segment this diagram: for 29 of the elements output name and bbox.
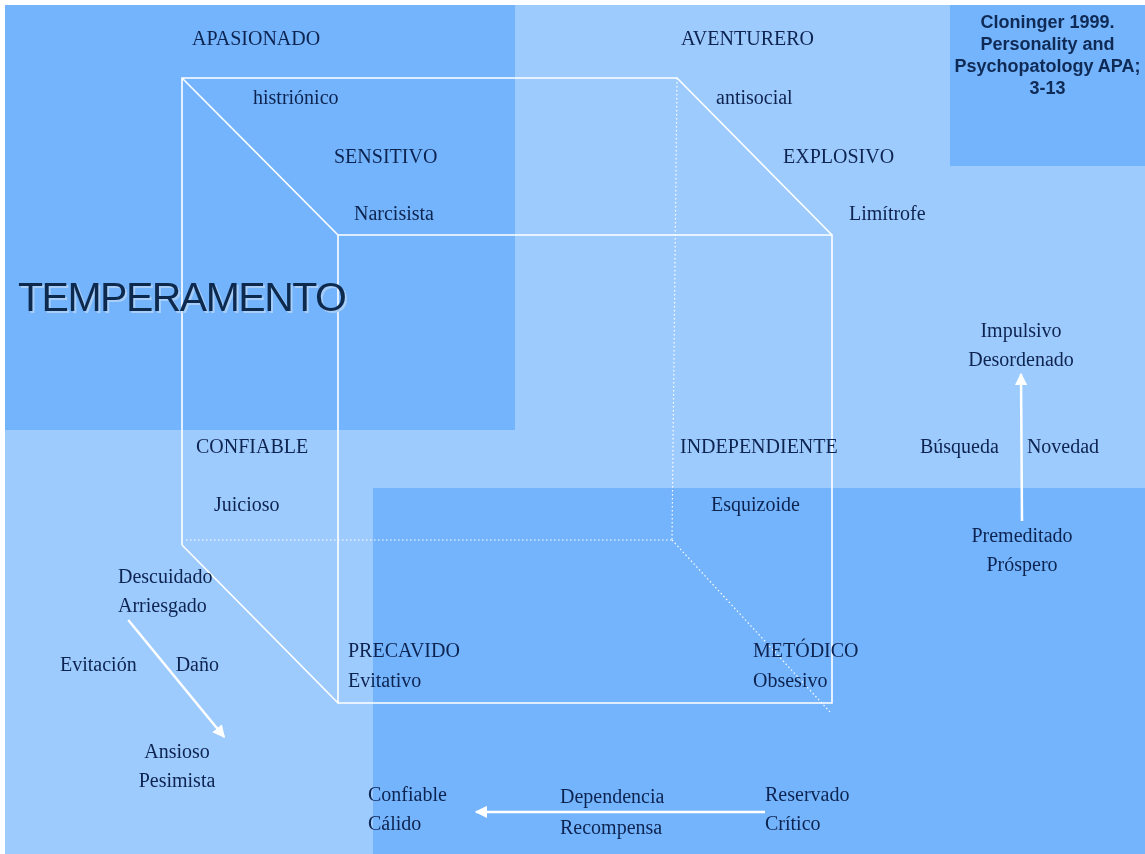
- corner-label: Esquizoide: [711, 492, 800, 518]
- corner-label: Obsesivo: [753, 668, 828, 693]
- citation-text: Cloninger 1999. Personality and Psychopatology APA; 3-13: [954, 11, 1141, 99]
- axis-label: Búsqueda Novedad: [920, 434, 1100, 460]
- corner-label: SENSITIVO: [334, 144, 438, 169]
- corner-label: Juicioso: [214, 492, 280, 517]
- corner-label: Evitativo: [348, 668, 422, 693]
- corner-label: EXPLOSIVO: [783, 144, 895, 169]
- axis-label: Dependencia Recompensa: [560, 784, 666, 841]
- corner-label: CONFIABLE: [196, 434, 309, 459]
- arrow: [127, 619, 226, 738]
- pole-label: Confiable Cálido: [368, 782, 448, 836]
- corner-label: antisocial: [716, 85, 793, 110]
- pole-label: Reservado Crítico: [765, 782, 851, 836]
- corner-label: APASIONADO: [192, 26, 321, 51]
- citation-box: [950, 5, 1145, 166]
- corner-label: histriónico: [253, 85, 339, 110]
- pole-label: Descuidado Arriesgado: [118, 564, 214, 619]
- axis-label: Evitación Daño: [60, 652, 219, 677]
- arrow: [474, 805, 765, 819]
- pole-label: Ansioso Pesimista: [137, 739, 217, 793]
- corner-label: AVENTURERO: [681, 26, 814, 51]
- corner-label: INDEPENDIENTE: [680, 434, 838, 459]
- corner-label: PRECAVIDO: [348, 638, 460, 663]
- pole-label: Impulsivo Desordenado: [967, 318, 1075, 372]
- corner-label: Limítrofe: [849, 201, 926, 226]
- arrow: [1014, 372, 1028, 521]
- pole-label: Premeditado Próspero: [970, 523, 1074, 578]
- corner-label: Narcisista: [354, 201, 434, 226]
